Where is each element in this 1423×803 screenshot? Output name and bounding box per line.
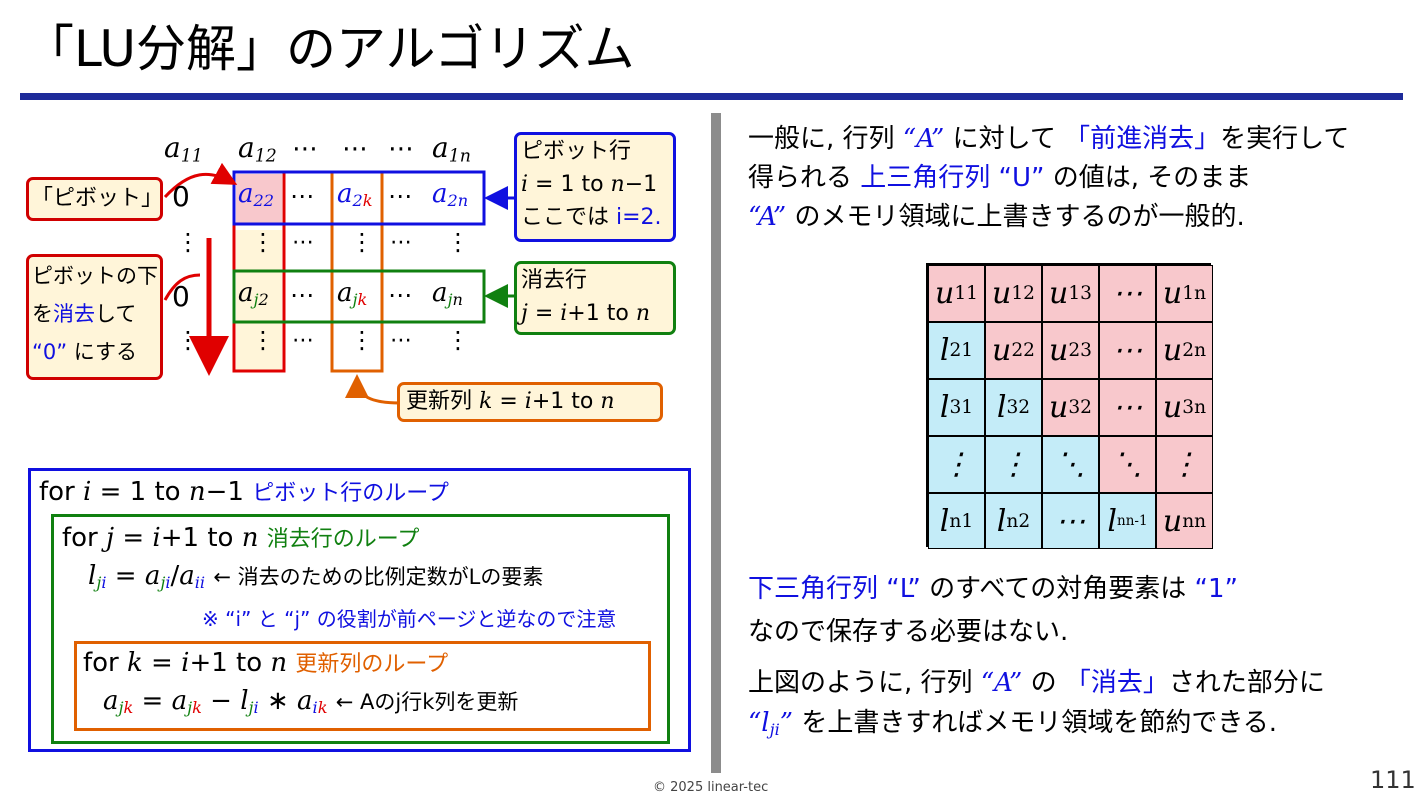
diagram-shapes — [163, 162, 514, 405]
para1-line2: 得られる 上三角行列 “U” の値は, そのまま — [748, 163, 1252, 193]
elem-a2k: a2k — [337, 179, 373, 211]
elem-a22: a22 — [238, 179, 275, 211]
elim-row-callout: 消去行 j = i+1 to n — [514, 261, 676, 335]
vdots-r5-1: ⋮ — [251, 326, 275, 354]
elem-a12: a12 — [238, 131, 277, 167]
pivot-callout-line3: ここでは i=2. — [521, 205, 662, 230]
update-col-callout: 更新列 k = i+1 to n — [397, 382, 663, 422]
title-underline — [20, 93, 1403, 100]
vdots-r3-0: ⋮ — [176, 228, 200, 256]
loop-i-box: for i = 1 to n−1 ピボット行のループ for j = i+1 t… — [28, 468, 691, 752]
para3-line2: “lji” を上書きすればメモリ領域を節約できる. — [748, 708, 1278, 740]
elim-callout-line1: 消去行 — [521, 268, 588, 293]
matrix-cell: ⋱ — [1042, 436, 1099, 493]
pivot-label: 「ピボット」 — [26, 177, 163, 221]
vdots-r5-3: ⋮ — [446, 326, 470, 354]
below-pivot-label: ピボットの下 を消去して “0” にする — [26, 254, 163, 380]
pivot-callout-line1: ピボット行 — [521, 139, 632, 164]
matrix-cell: ⋮ — [985, 436, 1042, 493]
para1-line1: 一般に, 行列 “A” に対して 「前進消去」を実行して — [748, 124, 1350, 154]
footer-copyright: © 2025 linear-tec — [653, 780, 769, 795]
zero-r2: 0 — [172, 180, 190, 213]
arrow-pivot — [163, 162, 238, 199]
matrix-cell: ⋮ — [1156, 436, 1213, 493]
below-line2: を消去して — [32, 302, 137, 326]
elem-ajn: ajn — [432, 278, 463, 310]
matrix-diagram: a11 a12 ⋯ ⋯ ⋯ a1n 0 a22 ⋯ a2k ⋯ a2n ⋮ ⋮ … — [0, 0, 711, 460]
update-line: ajk = ajk − lji ∗ aik ← Aのj行k列を更新 — [103, 686, 519, 718]
para2-line2: なので保存する必要はない. — [748, 617, 1069, 647]
para3-line1: 上図のように, 行列 “A” の 「消去」された部分に — [748, 668, 1325, 698]
below-line3: “0” にする — [32, 340, 138, 364]
dots-r4a: ⋯ — [290, 281, 314, 309]
elem-a1n: a1n — [432, 131, 471, 167]
dots-r3b: ⋯ — [390, 230, 412, 255]
loop-k-box: for k = i+1 to n 更新列のループ ajk = ajk − lji… — [74, 641, 651, 731]
matrix-cell: ⋮ — [928, 436, 985, 493]
vdots-r3-1: ⋮ — [251, 228, 275, 256]
para1-line3: “A” のメモリ領域に上書きするのが一般的. — [748, 202, 1245, 232]
elem-aj2: aj2 — [238, 278, 269, 310]
ratio-line: lji = aji/aii ← 消去のための比例定数がLの要素 — [88, 561, 544, 593]
pivot-highlight — [236, 174, 282, 224]
vdots-r5-2: ⋮ — [350, 326, 374, 354]
vertical-divider — [711, 113, 721, 773]
pivot-callout-line2: i = 1 to n−1 — [521, 172, 658, 197]
pivot-row-callout: ピボット行 i = 1 to n−1 ここでは i=2. — [514, 132, 676, 242]
loop-j-box: for j = i+1 to n 消去行のループ lji = aji/aii ←… — [51, 514, 670, 744]
arrow-update — [345, 374, 401, 405]
vdots-r3-3: ⋮ — [446, 228, 470, 256]
dots-r5b: ⋯ — [390, 328, 412, 353]
dots-r4b: ⋯ — [388, 281, 412, 309]
elem-a11: a11 — [164, 131, 203, 167]
vdots-r5-0: ⋮ — [176, 326, 200, 354]
matrix-cell: ⋯ — [1099, 379, 1156, 436]
page-number: 111 — [1370, 766, 1416, 794]
column-highlight — [236, 230, 282, 370]
elem-ajk: ajk — [337, 278, 368, 310]
for-j-line: for j = i+1 to n 消去行のループ — [62, 523, 420, 553]
for-i-line: for i = 1 to n−1 ピボット行のループ — [39, 477, 449, 507]
elim-callout-line2: j = i+1 to n — [521, 301, 650, 326]
arrow-below — [163, 273, 201, 301]
elem-a2n: a2n — [432, 179, 469, 211]
dots-r1c: ⋯ — [388, 134, 414, 164]
dots-r2b: ⋯ — [388, 182, 412, 210]
matrix-cell: ⋱ — [1099, 436, 1156, 493]
vdots-r3-2: ⋮ — [350, 228, 374, 256]
matrix-cell: ⋯ — [1099, 265, 1156, 322]
para2-line1: 下三角行列 “L” のすべての対角要素は “1” — [748, 574, 1239, 604]
dots-r5a: ⋯ — [292, 328, 314, 353]
zero-r4: 0 — [172, 280, 190, 313]
matrix-cell: ⋯ — [1099, 322, 1156, 379]
for-k-line: for k = i+1 to n 更新列のループ — [83, 648, 449, 678]
matrix-cell: ⋯ — [1042, 493, 1099, 549]
dots-r1b: ⋯ — [342, 134, 368, 164]
note-line: ※ “i” と “j” の役割が前ページと逆なので注意 — [202, 607, 617, 631]
page-title: 「LU分解」のアルゴリズム — [24, 20, 635, 78]
dots-r2a: ⋯ — [290, 182, 314, 210]
dots-r1a: ⋯ — [292, 134, 318, 164]
below-line1: ピボットの下 — [32, 264, 158, 288]
dots-r3a: ⋯ — [292, 230, 314, 255]
